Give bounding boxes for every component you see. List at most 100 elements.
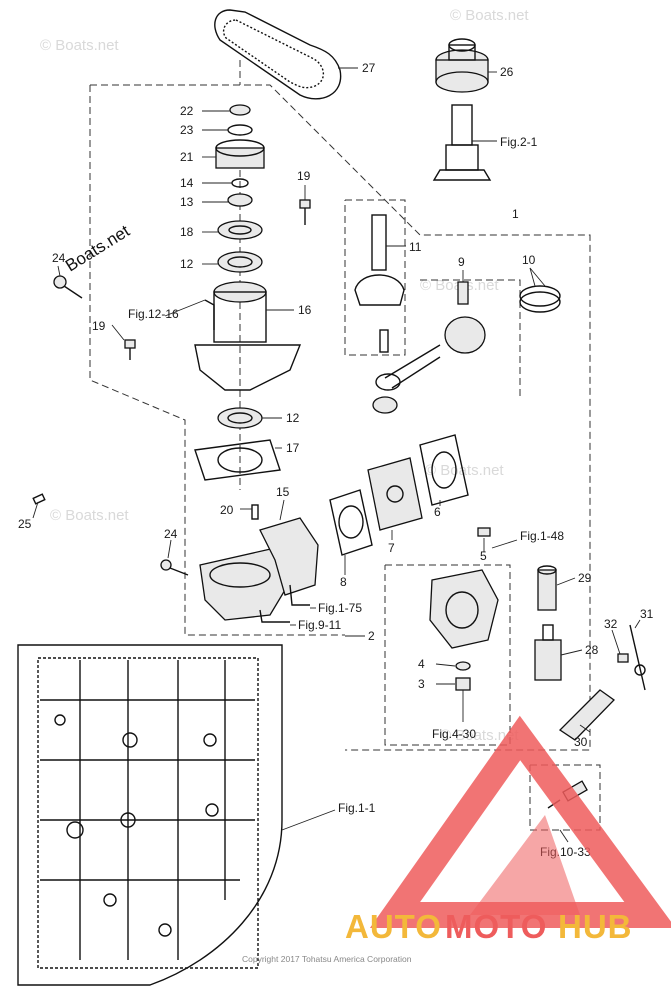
callout-18: 18 (180, 225, 194, 239)
diaphragm-7 (367, 457, 423, 531)
cap-29 (537, 569, 557, 611)
callout-31: 31 (640, 607, 654, 621)
brand-auto: AUTO (345, 908, 442, 945)
callout-19-top: 19 (297, 169, 311, 183)
callout-24-top: 24 (52, 251, 66, 265)
lower-bearing-gasket (194, 407, 281, 481)
callout-27: 27 (362, 61, 376, 75)
washer-4 (455, 661, 471, 671)
oil-pump-2 (429, 527, 499, 722)
callout-21: 21 (180, 150, 194, 164)
callout-9: 9 (458, 255, 465, 269)
watermark-text: © Boats.net (40, 37, 119, 54)
leader-lines (32, 67, 641, 843)
gasket-8 (329, 489, 373, 556)
callout-16: 16 (298, 303, 312, 317)
washer-23 (227, 124, 253, 136)
pump-body-15 (199, 517, 319, 623)
watermark-text: © Boats.net (440, 727, 519, 744)
filter-parts (534, 565, 646, 741)
crankshaft-11 (354, 214, 405, 353)
component-stack (215, 104, 265, 273)
callout-26: 26 (500, 65, 514, 79)
pump-group-box (384, 564, 511, 746)
bearing-13 (227, 193, 253, 207)
boats-net-label: Boats.net (62, 221, 133, 275)
copyright-text: Copyright 2017 Tohatsu America Corporati… (242, 954, 412, 964)
watermark-text: © Boats.net (425, 462, 504, 479)
cover-6 (419, 434, 469, 506)
callout-fig1-75: Fig.1-75 (318, 601, 362, 615)
bolt-24-top (53, 275, 83, 299)
assembly-boundary-right (90, 84, 591, 751)
watermark-text: © Boats.net (450, 7, 529, 24)
bolt-32 (617, 653, 629, 663)
assembly-boundary-left (89, 85, 345, 636)
assembly-boundaries (89, 60, 601, 831)
piston-rings-10 (519, 285, 561, 307)
gasket-17 (194, 439, 281, 481)
callout-23: 23 (180, 123, 194, 137)
callout-22: 22 (180, 104, 194, 118)
bolts-19 (124, 199, 311, 360)
callout-7: 7 (388, 541, 395, 555)
clip-31 (629, 624, 646, 691)
callout-15: 15 (276, 485, 290, 499)
callout-2: 2 (368, 629, 375, 643)
callout-6: 6 (434, 505, 441, 519)
dowel-pin-25 (32, 493, 46, 505)
bearing-12-top (217, 251, 263, 273)
callout-fig4-30: Fig.4-30 (432, 727, 476, 741)
watermark-text: © Boats.net (50, 507, 129, 524)
pulley-gear (435, 38, 489, 93)
callout-fig2-1: Fig.2-1 (500, 135, 538, 149)
pin-20 (251, 504, 259, 520)
callout-fig12-16: Fig.12-16 (128, 307, 179, 321)
callout-10: 10 (522, 253, 536, 267)
callout-17: 17 (286, 441, 300, 455)
automotohub-logo: AUTO MOTO HUB (345, 715, 671, 945)
piston-group-line (420, 279, 521, 400)
drive-shaft (432, 104, 492, 181)
diaphragm-stack (329, 434, 469, 556)
callout-8: 8 (340, 575, 347, 589)
callout-30: 30 (574, 735, 588, 749)
callout-11: 11 (409, 240, 422, 254)
bearing-12-lower (217, 407, 263, 429)
hose-30 (558, 689, 615, 741)
bolt-24-lower (160, 559, 189, 576)
callout-12-top: 12 (180, 257, 194, 271)
watermark-layer: © Boats.net © Boats.net © Boats.net © Bo… (40, 7, 529, 744)
callout-19-left: 19 (92, 319, 106, 333)
callout-3: 3 (418, 677, 425, 691)
nut-22 (229, 104, 251, 116)
callout-29: 29 (578, 571, 592, 585)
piston-pin-9 (457, 281, 469, 305)
callout-25: 25 (18, 517, 32, 531)
piston-assembly (372, 281, 561, 414)
callout-5: 5 (480, 549, 487, 563)
gear-21 (215, 147, 265, 169)
callout-1: 1 (512, 207, 519, 221)
timing-belt (214, 9, 342, 100)
brand-moto: MOTO (445, 908, 547, 945)
engine-block-inset (17, 644, 283, 986)
callout-fig9-11: Fig.9-11 (298, 618, 341, 632)
fitting-3 (455, 677, 471, 691)
callout-fig1-48: Fig.1-48 (520, 529, 564, 543)
callout-4: 4 (418, 657, 425, 671)
brand-hub: HUB (558, 908, 633, 945)
callout-labels: 27 26 Fig.2-1 22 23 21 14 13 18 12 19 1 … (18, 61, 654, 859)
callout-12-lower: 12 (286, 411, 300, 425)
callout-28: 28 (585, 643, 599, 657)
callout-14: 14 (180, 176, 194, 190)
screw-5 (477, 527, 491, 537)
bearing-housing-16 (194, 281, 302, 391)
callout-24-lower: 24 (164, 527, 178, 541)
seal-18 (217, 220, 263, 240)
callout-fig1-1: Fig.1-1 (338, 801, 376, 815)
callout-20: 20 (220, 503, 234, 517)
filter-28 (534, 639, 562, 681)
